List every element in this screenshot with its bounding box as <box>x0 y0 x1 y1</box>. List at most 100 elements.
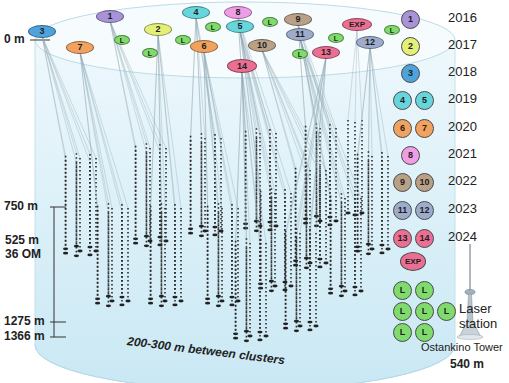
legend-circle: EXP <box>400 252 426 271</box>
string-cable <box>204 51 232 212</box>
string-cable <box>262 50 306 175</box>
year-label: 2019 <box>448 92 477 107</box>
node-label: L <box>422 286 428 295</box>
string-anchor <box>216 304 221 307</box>
string-anchor <box>244 339 249 342</box>
string-cable <box>296 57 326 238</box>
string-anchor <box>133 237 138 240</box>
optical-module-string <box>231 212 233 304</box>
node-label: L <box>444 307 450 316</box>
optical-module-string <box>146 143 148 235</box>
string-anchor <box>95 297 100 300</box>
optical-module-string <box>190 136 192 228</box>
string-anchor <box>109 300 114 303</box>
string-anchor <box>133 242 138 245</box>
node-label: L <box>400 328 406 337</box>
string-cable <box>242 71 246 248</box>
string-cable <box>240 31 285 189</box>
string-anchor <box>303 217 308 220</box>
string-cable <box>158 34 181 208</box>
optical-module-string <box>357 158 359 250</box>
string-cable <box>236 71 242 245</box>
string-cable <box>80 52 122 212</box>
string-cable <box>204 51 238 208</box>
node-label: 5 <box>422 96 427 105</box>
depth-label: 1366 m <box>4 330 45 344</box>
string-cable <box>110 21 146 153</box>
node-label: L <box>211 24 215 31</box>
string-anchor <box>328 287 333 290</box>
optical-module-string <box>368 161 370 253</box>
node-label: 5 <box>237 22 242 31</box>
string-anchor <box>87 246 92 249</box>
string-cable <box>151 34 158 210</box>
string-cable <box>310 57 326 229</box>
node-label: 9 <box>400 178 405 187</box>
node-label: 11 <box>398 206 408 215</box>
string-anchor <box>339 294 344 297</box>
optical-module-string <box>319 174 321 266</box>
node-label: 12 <box>419 206 429 215</box>
string-cable <box>286 57 326 231</box>
string-anchor <box>199 234 204 237</box>
depth-label: 0 m <box>4 33 25 47</box>
legend-circle: 11 <box>393 201 412 220</box>
string-anchor <box>233 337 238 340</box>
string-anchor <box>205 297 210 300</box>
cluster-marker: 7 <box>66 41 94 54</box>
depth-tick <box>50 337 66 338</box>
laser-station-marker: L <box>205 22 221 32</box>
string-anchor <box>355 245 360 248</box>
string-cable <box>262 50 296 172</box>
optical-module-string <box>296 228 298 320</box>
string-anchor <box>172 304 177 307</box>
string-anchor <box>106 295 111 298</box>
optical-module-string <box>309 229 311 321</box>
string-cable <box>42 36 76 163</box>
string-anchor <box>216 295 221 298</box>
string-anchor <box>162 300 167 303</box>
string-anchor <box>358 290 363 293</box>
node-label: 10 <box>257 41 267 50</box>
cluster-marker: 10 <box>248 39 276 52</box>
string-anchor <box>352 286 357 289</box>
node-label: EXP <box>349 21 365 29</box>
string-cable <box>240 31 275 193</box>
node-label: L <box>148 50 152 57</box>
string-anchor <box>379 252 384 255</box>
optical-module-string <box>249 243 251 335</box>
cluster-marker: 6 <box>190 40 218 53</box>
depth-label: 525 m 36 OM <box>5 234 51 262</box>
legend-circle: L <box>415 281 434 300</box>
optical-module-string <box>97 210 99 302</box>
string-cable <box>368 47 370 151</box>
string-anchor <box>243 227 248 230</box>
string-cable <box>196 17 205 138</box>
detector-strings <box>42 17 391 342</box>
laser-station-marker: L <box>175 35 191 45</box>
optical-module-string <box>329 124 331 216</box>
string-anchor <box>333 220 338 223</box>
legend-circle: 1 <box>401 10 420 29</box>
string-anchor <box>63 247 68 250</box>
string-anchor <box>212 234 217 237</box>
string-cable <box>191 17 196 140</box>
string-cable <box>42 36 90 162</box>
string-anchor <box>369 248 374 251</box>
string-anchor <box>163 240 168 243</box>
string-cable <box>80 52 128 208</box>
string-cable <box>300 57 326 233</box>
string-cable <box>204 51 218 213</box>
string-anchor <box>273 225 278 228</box>
depth-tick <box>50 207 66 208</box>
node-label: 1 <box>408 15 413 24</box>
tower-spire <box>469 244 470 290</box>
string-anchor <box>366 252 371 255</box>
optical-module-string <box>95 158 97 250</box>
optical-module-string <box>201 133 203 225</box>
optical-module-string <box>161 203 163 295</box>
string-anchor <box>63 252 68 255</box>
string-anchor <box>229 304 234 307</box>
string-anchor <box>229 296 234 299</box>
optical-module-string <box>108 213 110 305</box>
